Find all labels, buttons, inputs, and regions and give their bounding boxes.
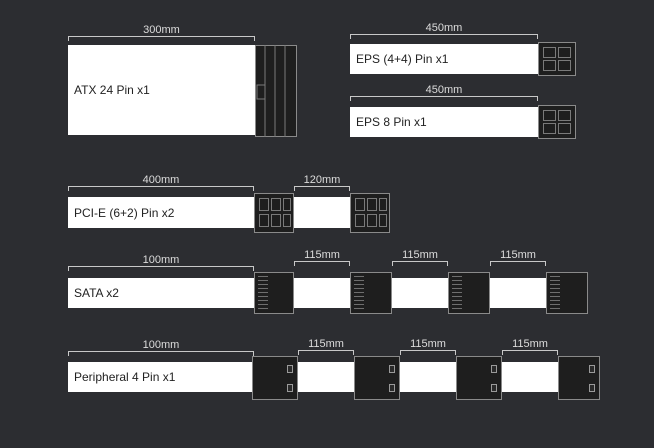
eps44-connector xyxy=(538,42,576,76)
pcie-connector-2 xyxy=(350,193,390,233)
sata-segment-3-dimension-line xyxy=(490,261,546,266)
eps44-dimension-line xyxy=(350,34,538,39)
sata-segment-2-cable xyxy=(392,278,448,308)
sata-connector-1 xyxy=(254,272,294,314)
peripheral-segment-2-dimension-line xyxy=(400,350,456,355)
molex-connector-1 xyxy=(252,356,298,400)
peripheral-segment-1-cable xyxy=(298,362,354,392)
sata-connector-2 xyxy=(350,272,392,314)
sata-segment-3-length-label: 115mm xyxy=(500,249,536,261)
pcie-dimension-line xyxy=(68,186,254,191)
peripheral-segment-2-length-label: 115mm xyxy=(410,338,446,350)
peripheral-cable-label: Peripheral 4 Pin x1 xyxy=(74,370,176,384)
pcie-cable: PCI-E (6+2) Pin x2 xyxy=(68,197,254,228)
peripheral-cable: Peripheral 4 Pin x1 xyxy=(68,362,254,392)
atx-cable: ATX 24 Pin x1 xyxy=(68,45,255,135)
eps8-connector xyxy=(538,105,576,139)
pcie-cable-label: PCI-E (6+2) Pin x2 xyxy=(74,205,175,220)
sata-segment-2-dimension-line xyxy=(392,261,448,266)
pcie-length-label: 400mm xyxy=(142,174,180,186)
peripheral-dimension-line xyxy=(68,351,254,356)
molex-connector-2 xyxy=(354,356,400,400)
sata-segment-3-cable xyxy=(490,278,546,308)
pcie-segment-dimension-line xyxy=(294,186,350,191)
sata-cable-label: SATA x2 xyxy=(74,286,119,300)
sata-segment-1-length-label: 115mm xyxy=(304,249,340,261)
peripheral-segment-3-cable xyxy=(502,362,558,392)
sata-dimension-line xyxy=(68,266,254,271)
atx-cable-label: ATX 24 Pin x1 xyxy=(74,83,150,97)
eps8-length-label: 450mm xyxy=(425,84,463,96)
molex-connector-4 xyxy=(558,356,600,400)
peripheral-segment-1-dimension-line xyxy=(298,350,354,355)
sata-length-label: 100mm xyxy=(142,254,180,266)
atx-connector-detail xyxy=(256,45,286,137)
peripheral-length-label: 100mm xyxy=(142,339,180,351)
peripheral-segment-1-length-label: 115mm xyxy=(308,338,344,350)
sata-connector-3 xyxy=(448,272,490,314)
atx-24pin-connector xyxy=(255,45,297,137)
molex-connector-3 xyxy=(456,356,502,400)
eps44-cable-label: EPS (4+4) Pin x1 xyxy=(356,52,449,66)
atx-dimension-line xyxy=(68,36,255,41)
eps44-length-label: 450mm xyxy=(425,22,463,34)
peripheral-segment-3-dimension-line xyxy=(502,350,558,355)
eps44-cable: EPS (4+4) Pin x1 xyxy=(350,44,538,74)
eps8-cable-label: EPS 8 Pin x1 xyxy=(356,115,427,129)
sata-connector-4 xyxy=(546,272,588,314)
sata-segment-1-dimension-line xyxy=(294,261,350,266)
pcie-segment-cable xyxy=(294,197,350,228)
peripheral-segment-3-length-label: 115mm xyxy=(512,338,548,350)
sata-segment-1-cable xyxy=(294,278,350,308)
eps8-dimension-line xyxy=(350,96,538,101)
eps8-cable: EPS 8 Pin x1 xyxy=(350,107,538,137)
pcie-segment-length-label: 120mm xyxy=(303,174,341,186)
sata-cable: SATA x2 xyxy=(68,278,254,308)
peripheral-segment-2-cable xyxy=(400,362,456,392)
atx-length-label: 300mm xyxy=(143,24,180,36)
pcie-connector-1 xyxy=(254,193,294,233)
sata-segment-2-length-label: 115mm xyxy=(402,249,438,261)
